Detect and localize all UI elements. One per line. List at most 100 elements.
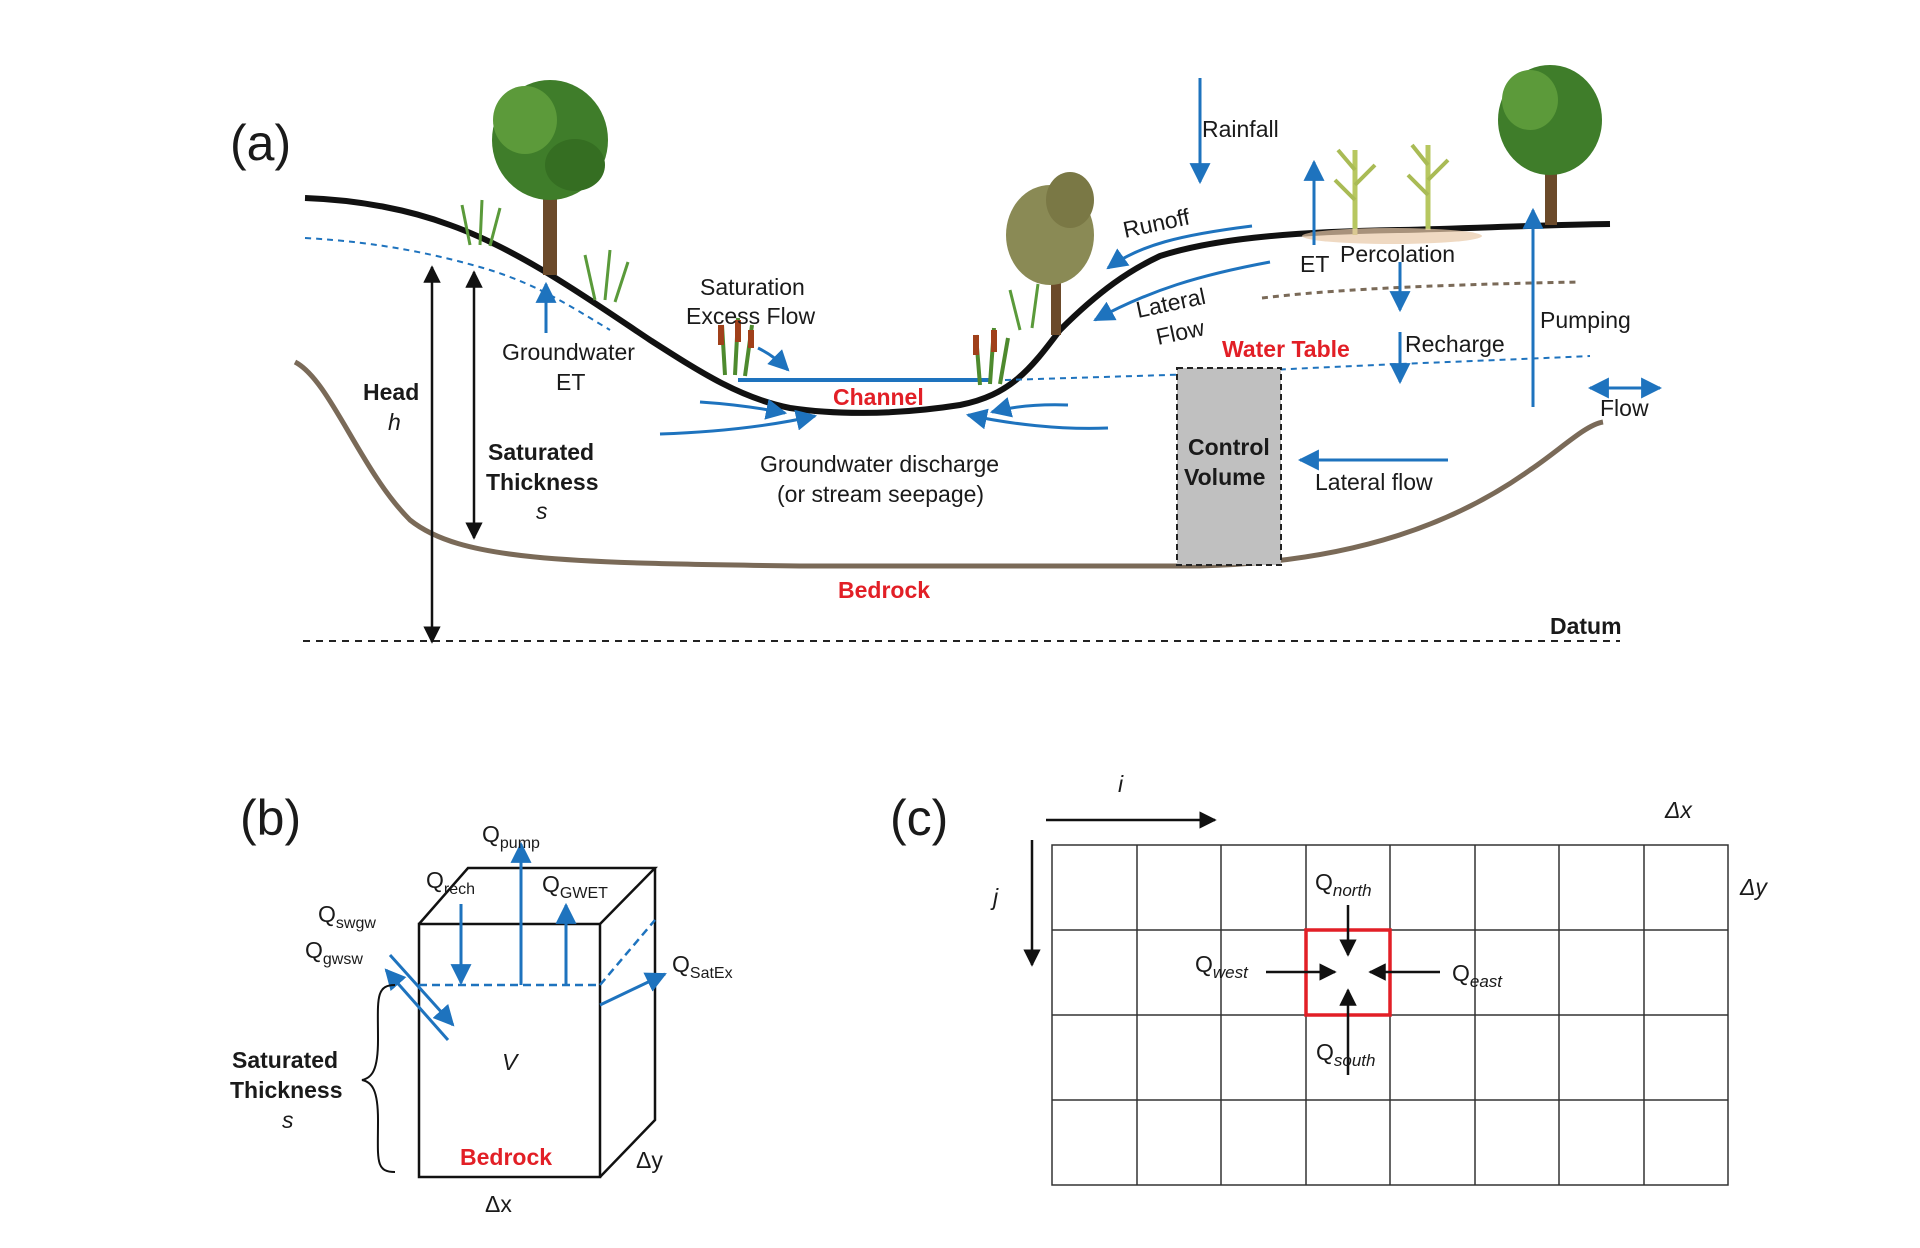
tree-right-icon [1498,65,1602,225]
q-swgw-label: Qswgw [318,901,376,932]
lateral-flow-label-2: Flow [1154,314,1207,350]
arrows-blue [535,78,1663,471]
panel-b-label: (b) [240,790,301,846]
head-symbol: h [388,409,401,435]
q-west-label: Qwest [1195,951,1249,982]
b-dx-label: Δx [485,1191,512,1217]
panel-a-label: (a) [230,115,291,171]
q-pump-q: Q [482,821,500,847]
cube-arrows [384,841,667,1041]
b-bedrock-label: Bedrock [460,1144,552,1170]
gw-discharge-label-1: Groundwater discharge [760,451,999,477]
panel-c-label: (c) [890,790,948,846]
c-dx-label: Δx [1664,797,1693,823]
recharge-label: Recharge [1405,331,1505,357]
q-pump-label: Qpump [482,821,540,852]
saturation-label-1: Saturation [700,274,805,300]
q-satex-arrow [599,972,667,1007]
control-volume-label-2: Volume [1184,464,1265,490]
q-south-sub: south [1334,1051,1376,1070]
datum-label: Datum [1550,613,1622,639]
q-rech-q: Q [426,867,444,893]
q-north-q: Q [1315,869,1333,895]
b-saturated-label-1: Saturated [232,1047,338,1073]
q-gwsw-q: Q [305,937,323,963]
rainfall-label: Rainfall [1202,116,1279,142]
gw-discharge-label-2: (or stream seepage) [777,481,984,507]
j-label: j [990,884,999,910]
q-gwet-sub: GWET [560,885,608,902]
q-north-sub: north [1333,881,1372,900]
i-label: i [1118,771,1124,797]
q-south-q: Q [1316,1039,1334,1065]
q-south-label: Qsouth [1316,1039,1375,1070]
volume-label: V [502,1049,520,1075]
saturated-thickness-brace [361,984,396,1173]
reed-right-icon [973,327,1010,386]
q-gwsw-label: Qgwsw [305,937,363,968]
discharge-arrow-l1 [699,398,788,420]
flux-arrows [1266,905,1440,1075]
c-dy-label: Δy [1739,874,1768,900]
flow-label: Flow [1600,395,1649,421]
b-saturated-label-2: Thickness [230,1077,343,1103]
discharge-arrow-r2 [965,408,1109,430]
q-gwet-label: QGWET [542,871,608,902]
saturated-label-2: Thickness [486,469,599,495]
corn-icon [1302,143,1482,244]
q-swgw-arrow [388,953,455,1027]
q-satex-sub: SatEx [690,965,733,982]
discharge-arrow-r1 [989,397,1069,418]
water-table-label: Water Table [1222,336,1350,362]
q-west-q: Q [1195,951,1213,977]
q-east-sub: east [1470,972,1503,991]
gw-et-label-2: ET [556,369,585,395]
lateral-flow-lower-label: Lateral flow [1315,469,1433,495]
control-volume-label-1: Control [1188,434,1270,460]
q-gwsw-arrow [384,968,450,1041]
panel-a: (a) [230,65,1663,644]
bedrock-line [293,359,1604,569]
wetting-front [1261,280,1581,300]
q-swgw-sub: swgw [336,915,376,932]
q-west-sub: west [1213,963,1249,982]
q-satex-label: QSatEx [672,951,733,982]
et-label: ET [1300,251,1329,277]
q-gwet-q: Q [542,871,560,897]
saturation-arrow [757,346,790,372]
bedrock-label: Bedrock [838,577,930,603]
grass-icon [460,199,1040,331]
q-rech-sub: rech [444,881,475,898]
q-gwsw-sub: gwsw [323,951,363,968]
tree-left-icon [492,80,608,275]
q-east-label: Qeast [1452,960,1503,991]
gw-et-label-1: Groundwater [502,339,635,365]
saturated-label-1: Saturated [488,439,594,465]
runoff-arrow [1106,224,1253,270]
panel-c: (c) i j Δx Δy Qnorth [890,771,1768,1186]
control-volume-box [1176,367,1282,566]
b-saturated-symbol: s [282,1107,294,1133]
q-pump-sub: pump [500,835,540,852]
q-satex-q: Q [672,951,690,977]
reed-left-icon [718,317,754,377]
pumping-label: Pumping [1540,307,1631,333]
saturated-symbol: s [536,498,548,524]
percolation-label: Percolation [1340,241,1455,267]
b-dy-label: Δy [636,1147,663,1173]
panel-b: (b) Qpump Qrech QGWET Qswgw Qgwsw QSa [230,790,733,1217]
q-swgw-q: Q [318,901,336,927]
water-table-left [304,237,611,331]
q-north-label: Qnorth [1315,869,1372,900]
q-east-q: Q [1452,960,1470,986]
lateral-flow-arrow [1093,260,1271,322]
discharge-arrow-l2 [659,409,818,436]
saturation-label-2: Excess Flow [686,303,815,329]
channel-label: Channel [833,384,924,410]
tree-middle-icon [1006,172,1094,335]
cube-water-table [419,919,656,987]
control-volume-cube [417,866,658,1179]
head-label: Head [363,379,419,405]
q-rech-label: Qrech [426,867,475,898]
